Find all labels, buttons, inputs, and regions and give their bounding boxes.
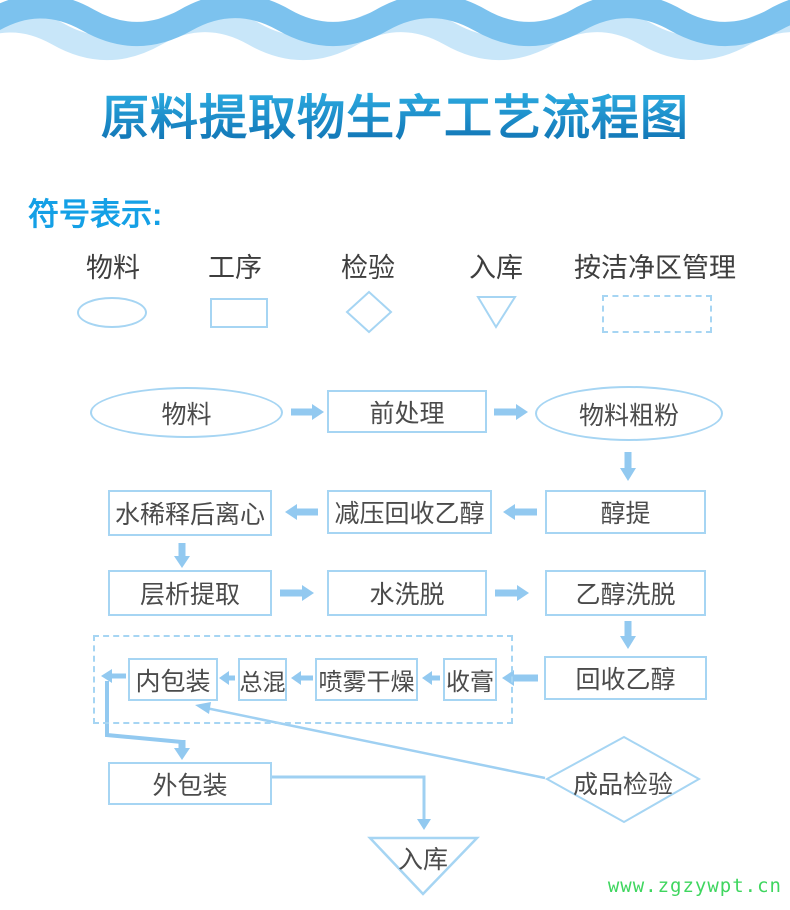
node-outer-packaging: 外包装: [108, 762, 272, 805]
legend-triangle-icon: [476, 296, 517, 329]
finished-inspection-diamond: [544, 735, 702, 824]
node-ethanol-recovery: 回收乙醇: [544, 656, 707, 700]
legend-dashed-rect-icon: [602, 295, 712, 333]
node-inner-packaging: 内包装: [128, 658, 218, 701]
node-chromatography: 层析提取: [108, 570, 272, 616]
node-total-mixing: 总混: [238, 658, 287, 701]
node-paste-collection: 收膏: [443, 658, 497, 701]
page-title: 原料提取物生产工艺流程图: [0, 88, 790, 150]
node-coarse-powder: 物料粗粉: [535, 386, 723, 441]
node-pretreatment: 前处理: [327, 390, 487, 433]
legend-rect-icon: [210, 298, 268, 328]
legend-diamond-icon: [345, 290, 393, 334]
legend-ellipse-icon: [77, 297, 147, 328]
node-material: 物料: [90, 387, 283, 438]
node-water-dilution-centrifuge: 水稀释后离心: [108, 490, 272, 536]
node-spray-drying: 喷雾干燥: [315, 658, 418, 701]
legend-title: 符号表示:: [28, 197, 163, 232]
node-warehousing-label: 入库: [397, 846, 448, 874]
clean-zone-dashed-box: [93, 635, 513, 724]
wave-banner-graphic: [0, 0, 790, 60]
node-vacuum-ethanol-recovery: 减压回收乙醇: [327, 490, 492, 534]
legend-label-process: 工序: [208, 253, 262, 283]
node-water-elution: 水洗脱: [327, 570, 487, 616]
watermark-url: www.zgzywpt.cn: [607, 875, 782, 897]
legend-label-material: 物料: [86, 253, 140, 283]
warehousing-triangle: [367, 836, 480, 896]
legend-label-inspection: 检验: [341, 253, 395, 283]
node-alcohol-extraction: 醇提: [545, 490, 706, 534]
node-finished-inspection-label: 成品检验: [572, 771, 673, 799]
legend-label-warehouse: 入库: [469, 253, 523, 283]
legend-label-cleanzone: 按洁净区管理: [574, 253, 736, 283]
node-ethanol-elution: 乙醇洗脱: [545, 570, 706, 616]
